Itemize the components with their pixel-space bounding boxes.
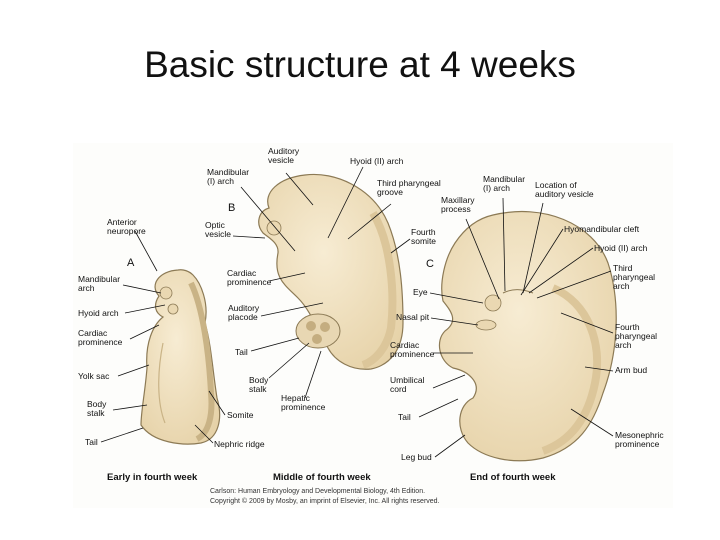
leader-lines	[100, 166, 614, 458]
label-b-cardiac-prominence: Cardiac prominence	[227, 268, 272, 287]
label-c-third-pharyngeal-arch: Third pharyngeal arch	[613, 263, 657, 291]
label-b-optic-vesicle: Optic vesicle	[205, 220, 231, 239]
label-b-hepatic-prominence: Hepatic prominence	[281, 393, 326, 412]
label-c-hyomandibular-cleft: Hyomandibular cleft	[564, 224, 640, 234]
caption-a: Early in fourth week	[107, 472, 198, 483]
label-c-leg-bud: Leg bud	[401, 452, 432, 462]
label-c-arm-bud: Arm bud	[615, 365, 647, 375]
embryo-c-illustration	[438, 211, 617, 462]
label-c-hyoid-ii-arch: Hyoid (II) arch	[594, 243, 648, 253]
label-b-tail: Tail	[235, 347, 248, 357]
slide-title: Basic structure at 4 weeks	[144, 44, 576, 85]
label-b-body-stalk: Body stalk	[249, 375, 271, 394]
label-a-anterior-neuropore: Anterior neuropore	[107, 217, 146, 236]
panel-letter-c: C	[426, 258, 434, 270]
label-c-mandibular-i-arch: Mandibular (I) arch	[483, 174, 527, 193]
label-b-mandibular-i-arch: Mandibular (I) arch	[207, 167, 251, 186]
label-c-maxillary-process: Maxillary process	[441, 195, 477, 214]
embryo-a-illustration	[140, 269, 221, 445]
credit-line-2: Copyright © 2009 by Mosby, an imprint of…	[210, 497, 440, 505]
label-c-umbilical-cord: Umbilical cord	[390, 375, 427, 394]
label-c-location-auditory-vesicle: Location of auditory vesicle	[535, 180, 594, 199]
label-b-third-pharyngeal-groove: Third pharyngeal groove	[377, 178, 443, 197]
label-b-fourth-somite: Fourth somite	[411, 227, 438, 246]
label-a-body-stalk: Body stalk	[87, 399, 109, 418]
label-a-cardiac-prominence: Cardiac prominence	[78, 328, 123, 347]
label-c-mesonephric-prominence: Mesonephric prominence	[615, 430, 666, 449]
label-a-somite: Somite	[227, 410, 254, 420]
label-b-auditory-vesicle: Auditory vesicle	[268, 146, 302, 165]
label-b-auditory-placode: Auditory placode	[228, 303, 262, 322]
label-c-fourth-pharyngeal-arch: Fourth pharyngeal arch	[615, 322, 659, 350]
label-a-yolk-sac: Yolk sac	[78, 371, 110, 381]
embryo-diagram: A B C Anterior neuropore Mandibular arch…	[78, 146, 666, 505]
label-c-eye: Eye	[413, 287, 428, 297]
label-b-hyoid-ii-arch: Hyoid (II) arch	[350, 156, 404, 166]
caption-c: End of fourth week	[470, 472, 556, 483]
label-c-nasal-pit: Nasal pit	[396, 312, 430, 322]
embryo-b-illustration	[258, 173, 404, 370]
label-a-hyoid-arch: Hyoid arch	[78, 308, 119, 318]
label-a-nephric-ridge: Nephric ridge	[214, 439, 265, 449]
credit-line-1: Carlson: Human Embryology and Developmen…	[210, 488, 425, 495]
label-a-tail: Tail	[85, 437, 98, 447]
panel-letter-a: A	[127, 257, 135, 269]
label-c-tail: Tail	[398, 412, 411, 422]
label-a-mandibular-arch: Mandibular arch	[78, 274, 122, 293]
panel-letter-b: B	[228, 202, 235, 214]
embryo-figure: A B C Anterior neuropore Mandibular arch…	[73, 143, 673, 508]
label-c-cardiac-prominence: Cardiac prominence	[390, 340, 435, 359]
caption-b: Middle of fourth week	[273, 472, 371, 483]
